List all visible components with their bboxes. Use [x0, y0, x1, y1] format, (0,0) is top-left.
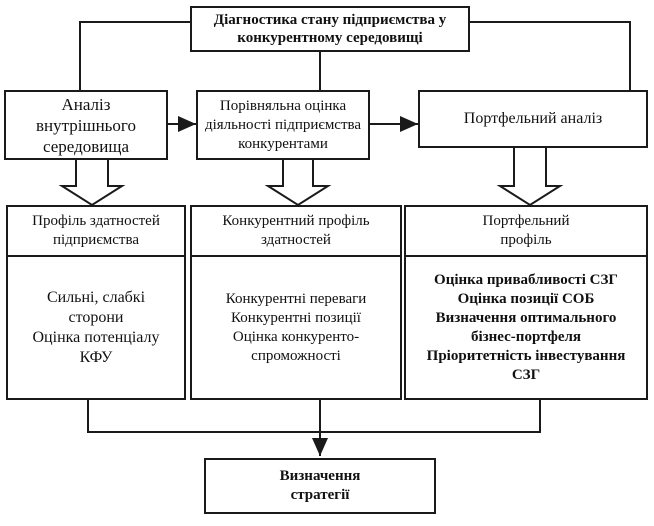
bottom-collector-line [87, 400, 541, 433]
comparative-assessment-box: Порівняльна оцінка діяльності підприємст… [196, 90, 370, 160]
portfolio-analysis-box: Портфельний аналіз [418, 90, 648, 148]
capability-profile-body: Сильні, слабкі сторони Оцінка потенціалу… [32, 288, 160, 366]
portfolio-profile-column: Портфельний профіль Оцінка привабливості… [404, 205, 648, 400]
competitive-profile-body: Конкурентні переваги Конкурентні позиції… [225, 290, 367, 364]
title-left-connector [79, 21, 190, 90]
capability-profile-column: Профіль здатностей підприємства Сильні, … [6, 205, 186, 400]
strategy-definition-label: Визначення стратегії [279, 468, 361, 503]
block-arrow-right [496, 148, 564, 207]
portfolio-profile-body: Оцінка привабливості СЗГ Оцінка позиції … [426, 271, 626, 383]
strategy-definition-box: Визначення стратегії [204, 458, 436, 514]
internal-analysis-label: Аналіз внутрішнього середовища [36, 94, 136, 156]
block-arrow-middle [264, 160, 332, 207]
internal-analysis-box: Аналіз внутрішнього середовища [4, 90, 168, 160]
title-box: Діагностика стану підприємства у конкуре… [190, 6, 470, 52]
competitive-profile-head: Конкурентний профіль здатностей [192, 207, 400, 257]
title-right-connector [470, 21, 631, 90]
capability-profile-head: Профіль здатностей підприємства [8, 207, 184, 257]
competitive-profile-column: Конкурентний профіль здатностей Конкурен… [190, 205, 402, 400]
portfolio-analysis-label: Портфельний аналіз [463, 110, 603, 127]
title-text: Діагностика стану підприємства у конкуре… [213, 12, 447, 46]
block-arrow-left [58, 160, 126, 207]
comparative-assessment-label: Порівняльна оцінка діяльності підприємст… [204, 97, 362, 152]
portfolio-profile-head: Портфельний профіль [406, 207, 646, 257]
